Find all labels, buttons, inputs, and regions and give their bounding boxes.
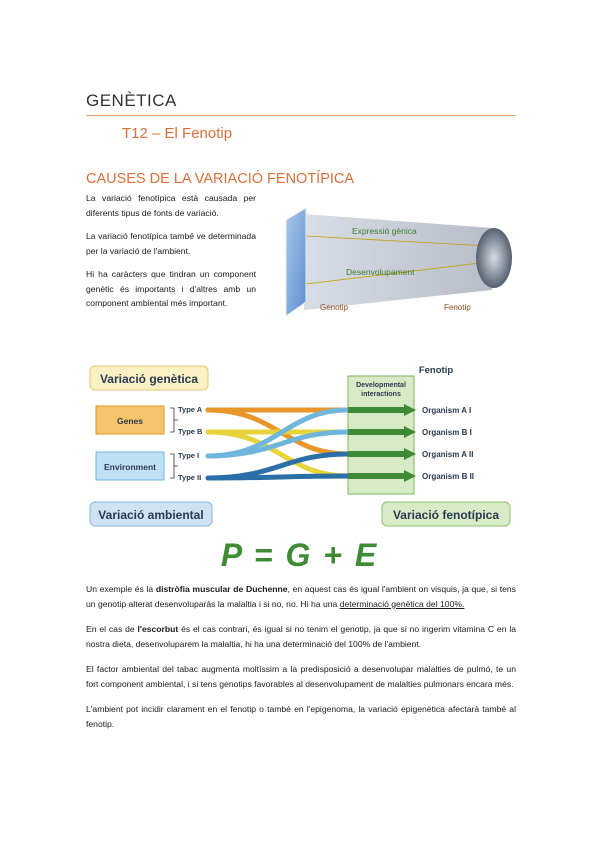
type-i-label: Type I [178,451,199,460]
paragraph-tabac: El factor ambiental del tabac augmenta m… [86,664,516,689]
underlined-determinacio: determinació genètica del 100%. [339,598,465,609]
type-b-label: Type B [178,427,203,436]
paragraph-epigenoma: L'ambient pot incidir clarament en el fe… [86,704,516,729]
organism-aii-label: Organism A II [422,450,473,459]
genes-box [95,405,165,435]
term-escorbut: l'escorbut [137,624,179,634]
organism-ai-label: Organism A I [422,406,471,415]
document-title: GENÈTICA [86,91,177,110]
intro-paragraph-3: Hi ha caràcters que tindran un component… [86,269,256,308]
section-title: CAUSES DE LA VARIACIÓ FENOTÍPICA [86,171,355,187]
fenotip-disc [476,228,512,288]
environment-box [95,451,165,481]
intro-text: La variació fenotípica està causada per … [86,191,256,320]
label-expressio: Expressió gènica [352,226,417,236]
organism-bi-label: Organism B I [422,428,472,437]
variation-diagram: Variació genètica Fenotip Genes Environm… [89,365,511,527]
organism-bii-label: Organism B II [422,472,474,481]
flow-typeII-to-BII [205,473,351,481]
genotip-panel [285,207,307,317]
variacio-genetica-box [89,365,209,391]
genotype-phenotype-figure: Expressió gènica Desenvolupament Genotip… [285,207,512,317]
projection-beam [304,214,492,310]
fenotip-header: Fenotip [419,365,453,376]
variacio-ambiental-box [89,501,213,527]
label-desenvolupament: Desenvolupament [346,267,415,277]
variacio-fenotipica-box [381,501,511,527]
intro-paragraph-1: La variació fenotípica està causada per … [86,193,256,218]
developmental-label-1: Developmental [356,382,406,389]
type-a-label: Type A [178,405,203,414]
flow-typeI-to-BI [205,429,351,459]
paragraph-duchenne: Un exemple és la distròfia muscular de D… [86,584,516,609]
type-ii-label: Type II [178,473,201,482]
intro-paragraph-2: La variació fenotípica també ve determin… [86,231,256,256]
variacio-genetica-label: Variació genètica [100,372,198,386]
developmental-label-2: interactions [361,391,401,398]
variacio-fenotipica-label: Variació fenotípica [393,508,499,522]
title-divider [86,115,516,116]
document-subtitle: T12 – El Fenotip [122,125,233,142]
label-genotip: Genotip [320,303,349,312]
body-text: Un exemple és la distròfia muscular de D… [86,582,516,742]
label-fenotip: Fenotip [444,303,471,312]
formula: P = G + E [220,537,379,573]
term-duchenne: distròfia muscular de Duchenne [155,584,288,594]
paragraph-escorbut: En el cas de l'escorbut és el cas contra… [86,624,517,649]
genes-label: Genes [117,416,143,426]
variacio-ambiental-label: Variació ambiental [98,508,203,522]
environment-label: Environment [104,462,156,472]
